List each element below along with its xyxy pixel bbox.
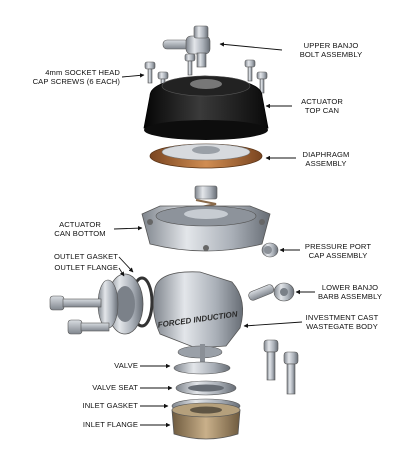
label-valve-seat: VALVE SEAT [92,383,138,392]
label-inlet-gasket: INLET GASKET [82,401,138,410]
label-outlet-gasket: OUTLET GASKET [53,252,118,261]
label-valve: VALVE [114,361,138,370]
actuator-can-bottom [141,205,271,252]
inlet-flange [171,402,241,440]
label-outlet-flange: OUTLET FLANGE [54,263,118,272]
upper-banjo-bolt [162,25,211,68]
diaphragm-assembly [149,143,263,169]
outlet-flange-group [97,273,154,335]
valve-seat [175,380,237,396]
actuator-top-can [143,75,269,140]
wastegate-body: FORCED INDUCTION [152,271,244,359]
leader-lines [113,42,315,428]
label-inlet-flange: INLET FLANGE [82,420,138,429]
inlet-bolts [263,339,299,395]
lower-banjo-barb [248,282,295,302]
valve [173,344,231,375]
pressure-port-cap [261,242,279,258]
outlet-bolts [49,295,110,335]
